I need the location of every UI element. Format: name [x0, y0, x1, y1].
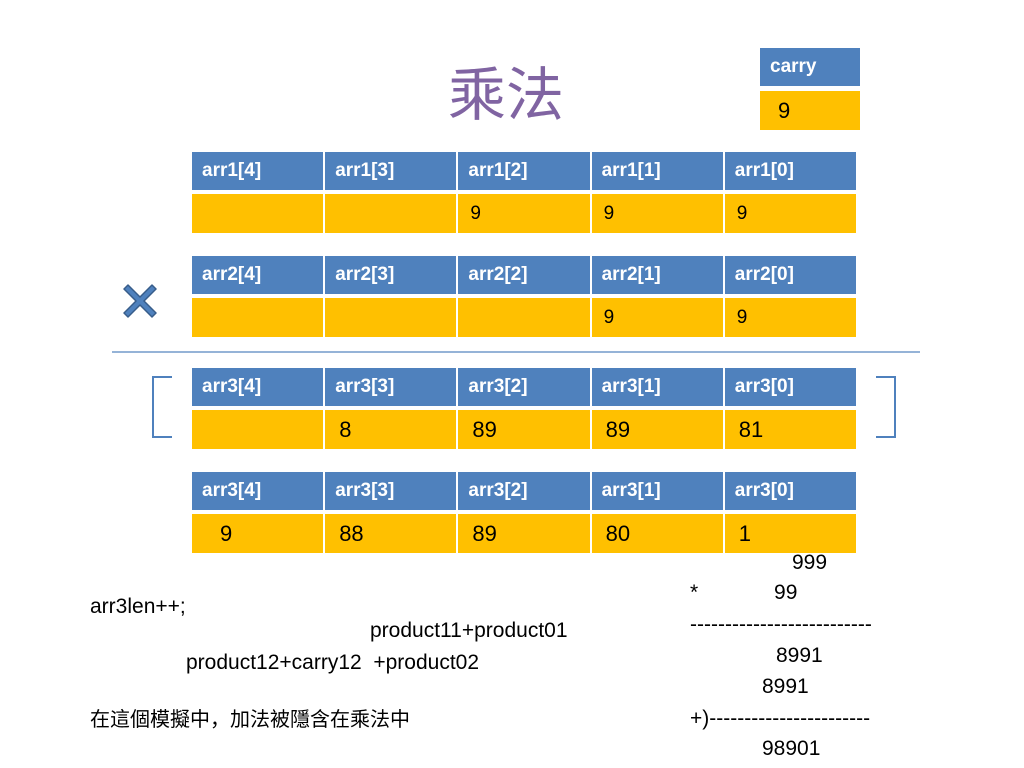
arr1-cell-4 [192, 194, 324, 233]
code-line-arr3len: arr3len++; [90, 595, 186, 618]
right-bracket [876, 376, 896, 438]
arr3-cell-4 [192, 410, 324, 449]
arr3-result-header-3: arr3[3] [325, 472, 457, 510]
carry-label: carry [760, 48, 860, 86]
arr2-cell-3 [325, 298, 457, 337]
arr2-header-1: arr2[1] [591, 256, 723, 294]
carry-value: 9 [760, 91, 860, 130]
arr3-cell-1: 89 [591, 410, 723, 449]
arr3-header-2: arr3[2] [458, 368, 590, 406]
arr3-header-1: arr3[1] [591, 368, 723, 406]
arr1-header-1: arr1[1] [591, 152, 723, 190]
calc-rule-2: +)----------------------- [690, 707, 871, 730]
arr2-cell-1: 9 [591, 298, 723, 337]
arr3-result-header-0: arr3[0] [724, 472, 856, 510]
calc-partial-2: 8991 [762, 675, 809, 698]
arr2-header-4: arr2[4] [192, 256, 324, 294]
calc-multiplier: * 99 [690, 581, 798, 604]
calc-rule-1: -------------------------- [690, 613, 872, 636]
arr1-cell-0: 9 [724, 194, 856, 233]
multiply-x-icon [123, 284, 157, 318]
arr2-header-2: arr2[2] [458, 256, 590, 294]
arr1-header-4: arr1[4] [192, 152, 324, 190]
arr1-header-3: arr1[3] [325, 152, 457, 190]
left-bracket [152, 376, 172, 438]
arr1-cell-2: 9 [458, 194, 590, 233]
slide-title: 乘法 [448, 61, 565, 129]
calc-partial-1: 8991 [776, 644, 823, 667]
arr3-header-0: arr3[0] [724, 368, 856, 406]
arr3-result-cell-1: 80 [591, 514, 723, 553]
arr3-table-intermediate: arr3[4] arr3[3] arr3[2] arr3[1] arr3[0] … [192, 368, 856, 449]
arr3-result-header-2: arr3[2] [458, 472, 590, 510]
arr3-result-cell-0: 1 [724, 514, 856, 553]
arr1-cell-1: 9 [591, 194, 723, 233]
arr1-cell-3 [325, 194, 457, 233]
note-text: 在這個模擬中，加法被隱含在乘法中 [90, 707, 410, 731]
arr2-header-3: arr2[3] [325, 256, 457, 294]
arr3-result-cell-2: 89 [458, 514, 590, 553]
arr3-cell-2: 89 [458, 410, 590, 449]
arr3-header-4: arr3[4] [192, 368, 324, 406]
calc-result: 98901 [762, 737, 821, 760]
arr3-cell-3: 8 [325, 410, 457, 449]
arr3-result-cell-4: 9 [192, 514, 324, 553]
calc-multiplicand: 999 [792, 551, 828, 574]
code-line-product-sum: product11+product01 [370, 619, 568, 642]
arr1-header-0: arr1[0] [724, 152, 856, 190]
arr3-table-result: arr3[4] arr3[3] arr3[2] arr3[1] arr3[0] … [192, 472, 856, 553]
arr3-result-header-1: arr3[1] [591, 472, 723, 510]
arr1-header-2: arr1[2] [458, 152, 590, 190]
arr2-cell-4 [192, 298, 324, 337]
arr3-result-cell-3: 88 [325, 514, 457, 553]
arr2-cell-2 [458, 298, 590, 337]
arr1-table: arr1[4] arr1[3] arr1[2] arr1[1] arr1[0] … [192, 152, 856, 233]
divider-line [112, 351, 920, 353]
arr3-result-header-4: arr3[4] [192, 472, 324, 510]
code-line-product-carry: product12+carry12 +product02 [186, 651, 480, 674]
arr3-cell-0: 81 [724, 410, 856, 449]
arr2-table: arr2[4] arr2[3] arr2[2] arr2[1] arr2[0] … [192, 256, 856, 337]
arr3-header-3: arr3[3] [325, 368, 457, 406]
arr2-cell-0: 9 [724, 298, 856, 337]
arr2-header-0: arr2[0] [724, 256, 856, 294]
